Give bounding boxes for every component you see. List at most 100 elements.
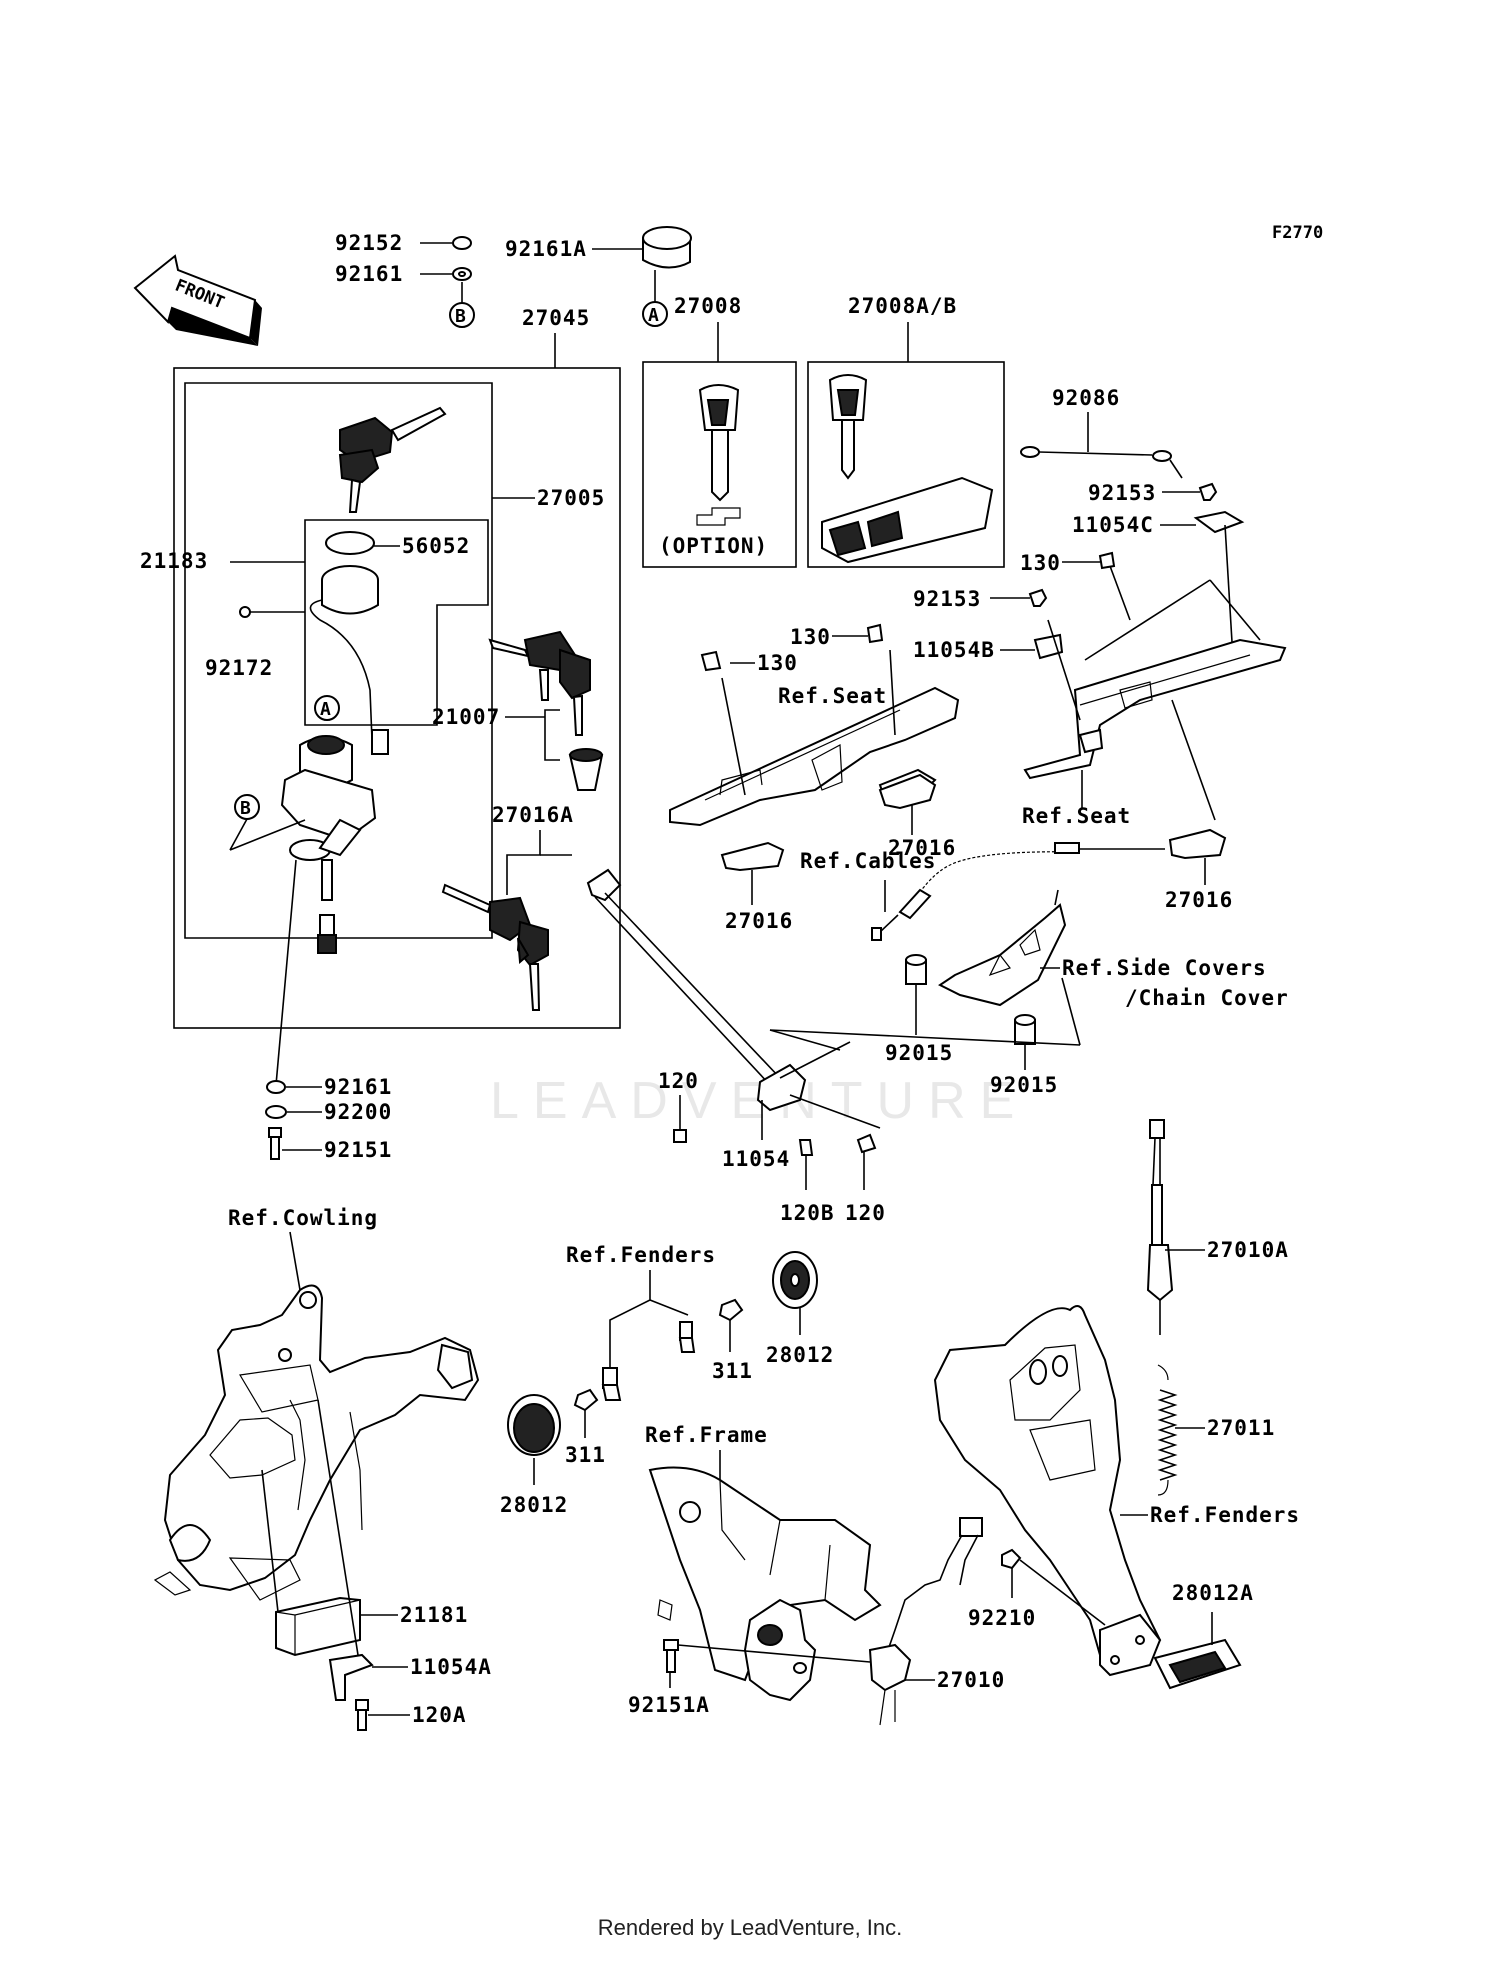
ref-cowling: Ref.Cowling (228, 1206, 378, 1230)
label-27008AB: 27008A/B (848, 294, 957, 318)
side-cover-bracket (938, 903, 1067, 1007)
collar-92015-a (905, 954, 927, 985)
label-92161-bottom: 92161 (324, 1075, 392, 1099)
bolt-120-b (856, 1133, 877, 1154)
group-box-27045 (173, 367, 621, 1029)
label-11054A: 11054A (410, 1655, 492, 1679)
key-immobilizer-27008AB-icon (821, 374, 994, 564)
label-311-b: 311 (565, 1443, 606, 1467)
reflector-28012A (1153, 1638, 1242, 1690)
watermark-text: LEADVENTURE (490, 1072, 1028, 1130)
front-arrow-icon: FRONT (133, 254, 262, 346)
label-92152: 92152 (335, 231, 403, 255)
screw-92153-a (1198, 482, 1218, 501)
label-27005: 27005 (537, 486, 605, 510)
group-box-27008AB (807, 361, 1005, 568)
bracket-11054A (328, 1653, 374, 1701)
reflector-28012-a (772, 1251, 818, 1309)
label-92153-a: 92153 (1088, 481, 1156, 505)
key-27008-icon (696, 384, 741, 526)
label-92161-top: 92161 (335, 262, 403, 286)
bolt-stud-a (678, 1321, 696, 1353)
bolt-stud-b (601, 1367, 622, 1401)
group-box-27008 (642, 361, 797, 568)
label-120-a: 120 (658, 1069, 699, 1093)
brake-switch-27010A (1146, 1119, 1174, 1335)
sensor-21183 (309, 565, 389, 755)
diagram-code: F2770 (1272, 223, 1323, 243)
rear-fender (933, 1305, 1162, 1677)
bolt-120-a (673, 1129, 687, 1143)
group-box-21183 (304, 519, 489, 726)
label-311-a: 311 (712, 1359, 753, 1383)
bolt-120A (355, 1699, 369, 1731)
label-28012A: 28012A (1172, 1581, 1254, 1605)
group-box-27005 (184, 382, 493, 939)
washer-92200 (265, 1105, 287, 1119)
svg-text:A: A (648, 305, 659, 326)
clip-11054B (1033, 633, 1064, 660)
seat-bracket-right (1023, 638, 1287, 780)
screw-92172 (239, 606, 305, 618)
label-28012-b: 28012 (500, 1493, 568, 1517)
ref-side-covers: Ref.Side Covers (1062, 956, 1267, 980)
washer-92161-bottom (266, 1080, 286, 1094)
ref-cables: Ref.Cables (800, 849, 936, 873)
nut-311-b (573, 1388, 599, 1412)
label-11054C: 11054C (1072, 513, 1154, 537)
label-27010: 27010 (937, 1668, 1005, 1692)
ref-seat-right: Ref.Seat (1022, 804, 1131, 828)
ref-fenders-center: Ref.Fenders (566, 1243, 716, 1267)
clip-27016-a (878, 773, 937, 810)
screw-92153-b (1028, 588, 1048, 607)
label-92210: 92210 (968, 1606, 1036, 1630)
ref-seat-left: Ref.Seat (778, 684, 887, 708)
label-92172: 92172 (205, 656, 273, 680)
frame-section (648, 1466, 882, 1682)
side-stand-switch-27010 (868, 1517, 983, 1726)
label-120-b: 120 (845, 1201, 886, 1225)
key-set-21007-icon (488, 630, 604, 791)
label-28012-a: 28012 (766, 1343, 834, 1367)
label-92015-b: 92015 (990, 1073, 1058, 1097)
ecu-21181 (275, 1596, 361, 1657)
option-label: (OPTION) (659, 534, 768, 558)
label-92086: 92086 (1052, 386, 1120, 410)
label-92161A: 92161A (505, 237, 587, 261)
key-set-27005-icon (338, 406, 447, 513)
cable-92086 (1020, 446, 1172, 462)
label-130-b: 130 (790, 625, 831, 649)
label-27010A: 27010A (1207, 1238, 1289, 1262)
collar-92015-b (1014, 1014, 1036, 1045)
bolt-130-b (866, 623, 884, 644)
svg-text:B: B (455, 306, 466, 327)
footer-credit: Rendered by LeadVenture, Inc. (597, 1915, 903, 1940)
bolt-130-c (700, 650, 722, 672)
bolt-92151A (663, 1639, 679, 1673)
label-120A: 120A (412, 1703, 467, 1727)
cable-bracket-11054 (586, 868, 807, 1112)
side-stand-bracket (743, 1598, 817, 1702)
clip-11054C (1193, 510, 1245, 534)
clip-27016-c (1168, 828, 1227, 860)
cap-92161A: A (592, 226, 692, 327)
label-92151: 92151 (324, 1138, 392, 1162)
circle-b-top: B (449, 282, 475, 328)
label-21183: 21183 (140, 549, 208, 573)
label-11054: 11054 (722, 1147, 790, 1171)
label-21181: 21181 (400, 1603, 468, 1627)
label-27016A: 27016A (492, 803, 574, 827)
ref-fenders-rear: Ref.Fenders (1150, 1503, 1300, 1527)
clip-27016-b (720, 841, 785, 872)
bolt-120B (798, 1139, 814, 1156)
nut-92210 (1001, 1548, 1022, 1570)
ignition-switch: A B (229, 695, 377, 954)
label-27008: 27008 (674, 294, 742, 318)
label-27016-c: 27016 (1165, 888, 1233, 912)
label-27045: 27045 (522, 306, 590, 330)
label-92015-a: 92015 (885, 1041, 953, 1065)
ring-56052 (325, 531, 375, 555)
label-92151A: 92151A (628, 1693, 710, 1717)
bolt-130-a (1098, 551, 1116, 570)
